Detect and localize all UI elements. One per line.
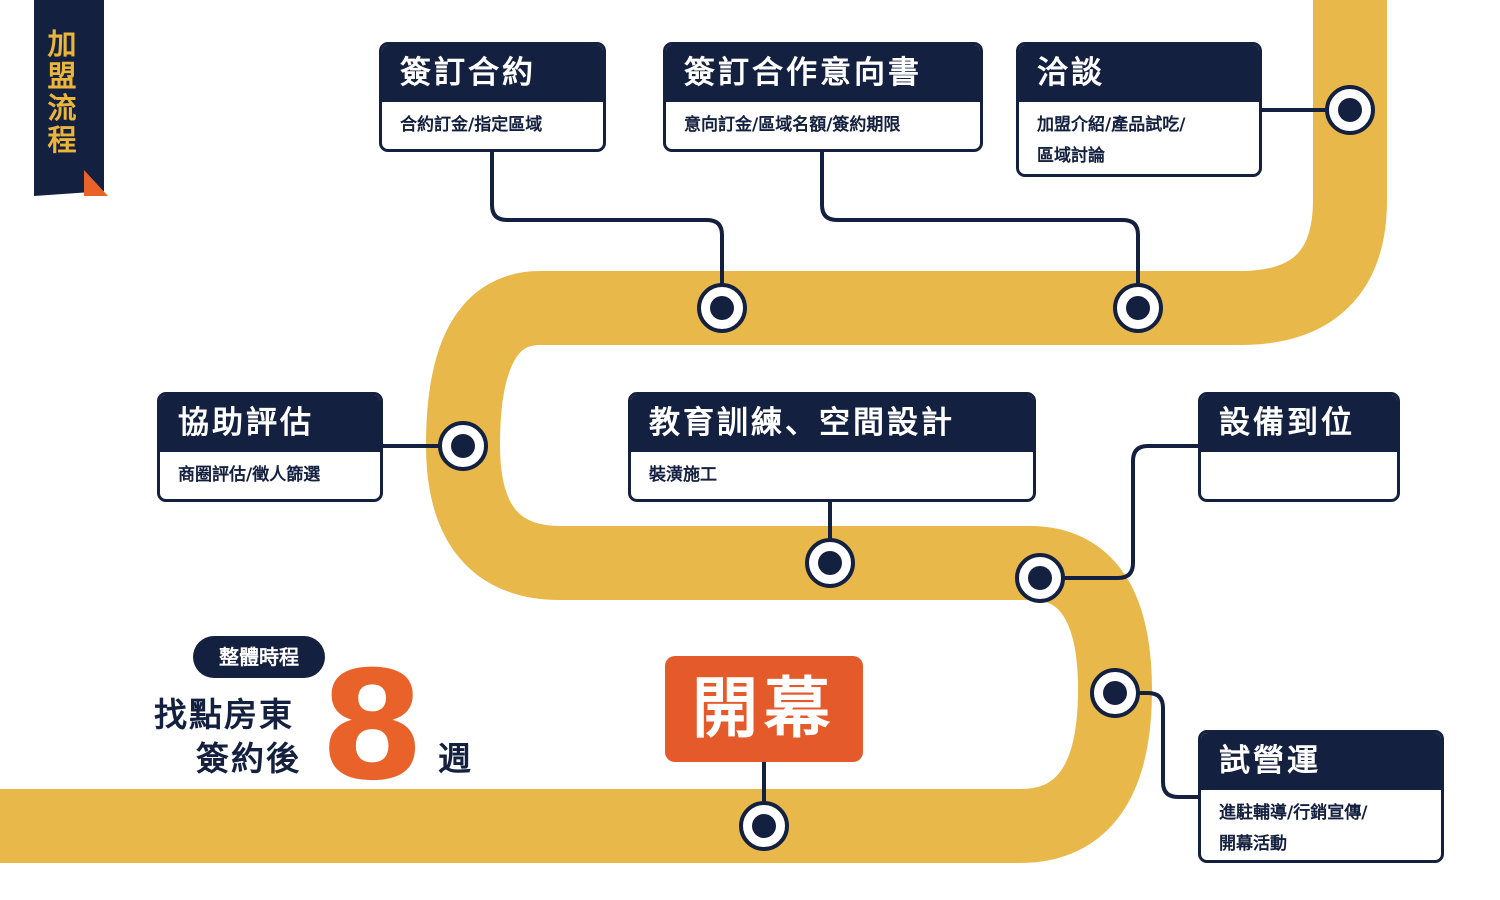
step-negotiation: 洽談 加盟介紹/產品試吃/ 區域討論 [1016, 42, 1262, 177]
step-description-line: 進駐輔導/行銷宣傳/ [1219, 803, 1368, 823]
step-title: 設備到位 [1201, 395, 1397, 452]
step-equipment: 設備到位 [1198, 392, 1400, 502]
step-description [1201, 452, 1397, 460]
step-sign-contract: 簽訂合約 合約訂金/指定區域 [379, 42, 606, 152]
step-assessment: 協助評估 商圈評估/徵人篩選 [157, 392, 383, 502]
stop-training [805, 538, 855, 588]
step-description-line: 區域討論 [1037, 146, 1105, 166]
step-description: 進駐輔導/行銷宣傳/ 開幕活動 [1201, 790, 1441, 860]
opening-label: 開幕 [665, 656, 863, 762]
step-title: 簽訂合約 [382, 45, 603, 102]
stop-intent [1113, 283, 1163, 333]
step-description: 意向訂金/區域名額/簽約期限 [684, 115, 901, 135]
step-title: 簽訂合作意向書 [666, 45, 980, 102]
step-title: 洽談 [1019, 45, 1259, 102]
step-description: 商圈評估/徵人篩選 [178, 465, 321, 485]
stop-trial [1090, 668, 1140, 718]
side-tag-fold [84, 170, 108, 196]
stop-equipment [1015, 553, 1065, 603]
step-title: 試營運 [1201, 733, 1441, 790]
step-title: 協助評估 [160, 395, 380, 452]
stop-assessment [438, 421, 488, 471]
side-tag-label: 加盟流程 [47, 27, 77, 157]
stop-contract [697, 283, 747, 333]
connector-trial [1115, 691, 1198, 799]
stop-markers [438, 85, 1375, 851]
step-description-line: 加盟介紹/產品試吃/ [1037, 115, 1186, 135]
step-trial-operation: 試營運 進駐輔導/行銷宣傳/ 開幕活動 [1198, 730, 1444, 863]
step-description: 裝潢施工 [649, 465, 717, 485]
stop-opening [739, 801, 789, 851]
step-title: 教育訓練、空間設計 [631, 395, 1033, 452]
connector-contract [490, 150, 724, 308]
timeline-track [0, 0, 1387, 863]
step-letter-of-intent: 簽訂合作意向書 意向訂金/區域名額/簽約期限 [663, 42, 983, 152]
summary-line-2: 簽約後 [196, 739, 301, 778]
step-description: 加盟介紹/產品試吃/ 區域討論 [1019, 102, 1259, 172]
step-training-design: 教育訓練、空間設計 裝潢施工 [628, 392, 1036, 502]
summary-weeks-unit: 週 [438, 739, 471, 778]
step-description: 合約訂金/指定區域 [400, 115, 543, 135]
connector-equipment [1040, 444, 1198, 580]
summary-weeks-number: 8 [320, 640, 425, 814]
stop-negotiation [1325, 85, 1375, 135]
connector-intent [820, 150, 1140, 308]
step-description-line: 開幕活動 [1219, 834, 1287, 854]
timeline-summary-badge: 整體時程 [193, 636, 325, 678]
summary-line-1: 找點房東 [154, 695, 294, 734]
